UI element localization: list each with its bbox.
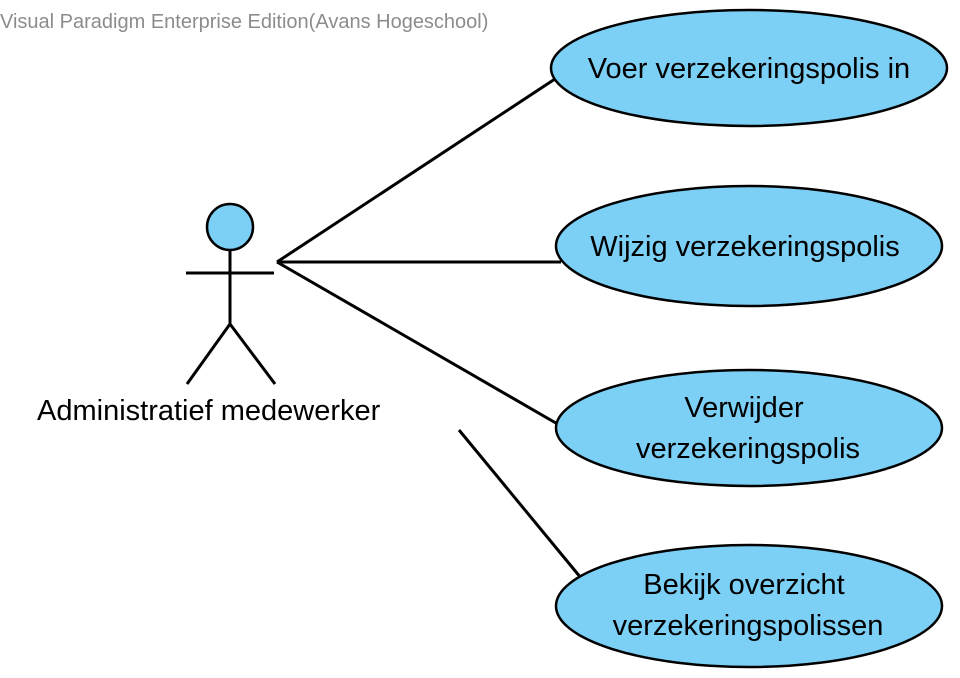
association-verwijder[interactable] — [276, 260, 562, 428]
use-case-ellipse — [554, 368, 944, 488]
actor-name: Administratief medewerker — [37, 395, 381, 427]
use-case-label: Verwijder verzekeringspolis — [636, 392, 860, 465]
use-case-label-line: verzekeringspolis — [636, 433, 860, 465]
use-case-bekijk-overzicht-verzekeringspolissen[interactable]: Bekijk overzicht verzekeringspolissen — [554, 543, 944, 669]
use-case-label: Wijzig verzekeringspolis — [590, 231, 899, 263]
use-case-label: Bekijk overzicht verzekeringspolissen — [613, 569, 884, 642]
use-case-label-line: Voer verzekeringspolis in — [588, 53, 910, 85]
use-case-label-line: Verwijder — [684, 392, 804, 424]
use-case-verwijder-verzekeringspolis[interactable]: Verwijder verzekeringspolis — [554, 368, 944, 488]
association-bekijk[interactable] — [457, 429, 583, 579]
actor-left-leg — [185, 323, 232, 385]
use-case-ellipse — [554, 184, 944, 308]
use-case-label: Voer verzekeringspolis in — [588, 53, 910, 85]
use-case-label-line: Wijzig verzekeringspolis — [590, 231, 899, 263]
actor-right-leg — [228, 323, 277, 385]
actor-head — [205, 202, 255, 252]
use-case-wijzig-verzekeringspolis[interactable]: Wijzig verzekeringspolis — [554, 184, 944, 308]
association-voer[interactable] — [276, 73, 562, 264]
use-case-ellipse — [554, 543, 944, 669]
use-case-voer-verzekeringspolis-in[interactable]: Voer verzekeringspolis in — [549, 8, 949, 128]
watermark: Visual Paradigm Enterprise Edition(Avans… — [0, 11, 488, 33]
use-case-label-line: verzekeringspolissen — [613, 610, 884, 642]
actor[interactable] — [185, 202, 277, 385]
use-case-ellipse — [549, 8, 949, 128]
use-case-label-line: Bekijk overzicht — [643, 569, 844, 601]
